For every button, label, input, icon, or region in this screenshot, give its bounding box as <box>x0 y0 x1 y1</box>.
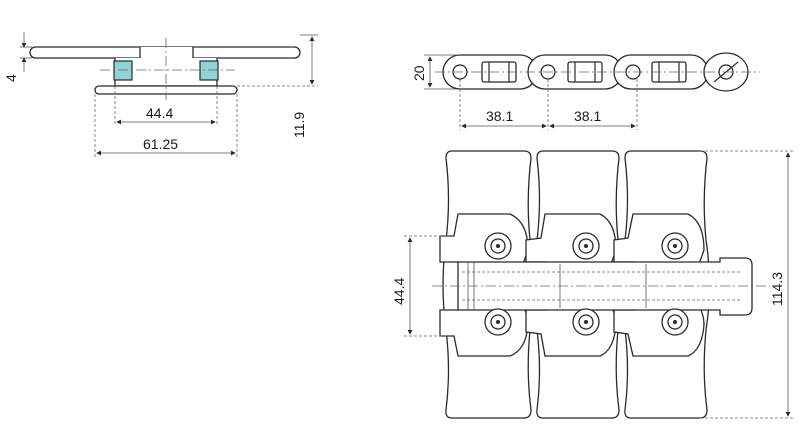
dim-label-side-height: 11.9 <box>291 112 307 138</box>
dim-side-thickness: 4 <box>3 32 32 82</box>
dim-label-plan-pin-spacing: 44.4 <box>391 278 407 305</box>
dim-label-side-thickness: 4 <box>3 74 19 82</box>
side-view: 4 44.4 61.25 11.9 <box>3 32 318 157</box>
dim-label-pitch-1: 38.1 <box>486 108 513 124</box>
dim-label-chain-height: 20 <box>411 65 427 81</box>
dim-side-inner-width: 44.4 <box>114 86 218 126</box>
chain-plan-view: 44.4 114.3 <box>391 150 794 419</box>
bushing-right <box>199 60 219 81</box>
dim-pitch: 38.1 38.1 <box>459 79 638 130</box>
chain-side-view: 20 38.1 38.1 <box>411 52 760 130</box>
dim-label-side-outer-width: 61.25 <box>143 136 178 152</box>
dim-label-pitch-2: 38.1 <box>574 108 601 124</box>
dim-side-outer-width: 61.25 <box>94 94 238 157</box>
bushing-left <box>113 60 133 81</box>
dim-label-plan-total-width: 114.3 <box>769 272 785 306</box>
dim-label-side-inner-width: 44.4 <box>146 105 173 121</box>
dim-plan-pin-spacing: 44.4 <box>391 235 450 337</box>
dim-chain-height: 20 <box>411 54 456 90</box>
dim-side-height: 11.9 <box>237 34 318 138</box>
center-tongue <box>457 257 753 316</box>
dim-plan-total-width: 114.3 <box>700 150 794 419</box>
pin-holes <box>484 232 689 336</box>
